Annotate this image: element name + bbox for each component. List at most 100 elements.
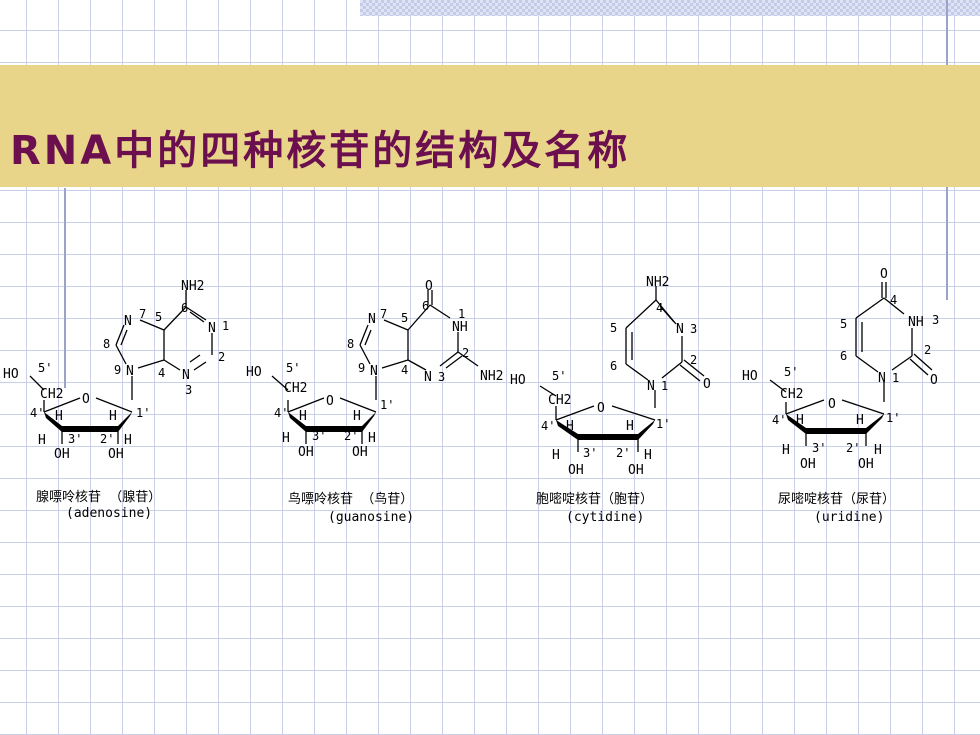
adenosine-pos-3: 3' bbox=[68, 432, 82, 446]
guanosine-ch2: CH2 bbox=[284, 381, 307, 396]
uridine-name-cn: 尿嘧啶核苷（尿苷） bbox=[778, 492, 896, 507]
decorative-vertical-line-left bbox=[64, 188, 66, 388]
cytidine-pos-1: 1' bbox=[656, 417, 670, 431]
adenosine-num-7: 7 bbox=[139, 307, 146, 321]
uridine-oh3: OH bbox=[800, 457, 816, 472]
slide-title: RNA中的四种核苷的结构及名称 bbox=[10, 128, 631, 174]
cytidine-carbonyl-o: O bbox=[703, 377, 711, 392]
cytidine-num-3: 3 bbox=[690, 322, 697, 336]
adenosine-name-cn: 腺嘌呤核苷 （腺苷） bbox=[36, 490, 162, 505]
cytidine-name-cn: 胞嘧啶核苷（胞苷） bbox=[536, 492, 654, 507]
nucleoside-structures: NH2 6 N 1 2 N 3 4 5 N 7 8 N 9 HO 5' CH2 … bbox=[3, 267, 939, 478]
guanosine-ho: HO bbox=[246, 365, 262, 380]
adenosine-n9: N bbox=[126, 364, 134, 379]
uridine-num-5: 5 bbox=[840, 317, 847, 331]
guanosine-h4: H bbox=[299, 409, 307, 424]
uridine-pos-5: 5' bbox=[784, 365, 798, 379]
guanosine-nh2: NH2 bbox=[480, 369, 503, 384]
guanosine-bonds bbox=[359, 290, 479, 400]
guanosine-name-en: (guanosine) bbox=[328, 510, 415, 525]
cytidine-pos-5: 5' bbox=[552, 369, 566, 383]
uridine-carbonyl-o4: O bbox=[880, 267, 888, 282]
cytidine-num-1: 1 bbox=[661, 379, 668, 393]
guanosine-carbonyl-o: O bbox=[425, 279, 433, 294]
cytidine-oh3: OH bbox=[568, 463, 584, 478]
adenosine-sugar-ring-front bbox=[44, 412, 132, 432]
cytidine-bonds bbox=[625, 286, 705, 408]
guanosine-structure: O 6 1 NH 2 NH2 N 3 4 5 N 7 8 N 9 HO 5' C… bbox=[246, 279, 503, 460]
cytidine-ring-o: O bbox=[597, 401, 605, 416]
guanosine-pos-3: 3' bbox=[312, 429, 326, 443]
adenosine-ho: HO bbox=[3, 367, 19, 382]
adenosine-n3: N bbox=[182, 368, 190, 383]
guanosine-h3: H bbox=[282, 431, 290, 446]
adenosine-num-1: 1 bbox=[222, 319, 229, 333]
guanosine-sugar-bonds bbox=[271, 375, 377, 444]
guanosine-num-7: 7 bbox=[380, 307, 387, 321]
guanosine-pos-4: 4' bbox=[274, 406, 288, 420]
guanosine-pos-1: 1' bbox=[380, 398, 394, 412]
uridine-name-en: (uridine) bbox=[814, 510, 885, 525]
guanosine-pos-5: 5' bbox=[286, 361, 300, 375]
guanosine-num-3: 3 bbox=[438, 370, 445, 384]
uridine-n1: N bbox=[878, 371, 886, 386]
guanosine-num-6: 6 bbox=[422, 299, 429, 313]
adenosine-name-en: (adenosine) bbox=[66, 506, 153, 521]
adenosine-num-4: 4 bbox=[158, 366, 165, 380]
adenosine-n1: N bbox=[208, 321, 216, 336]
adenosine-h1: H bbox=[109, 409, 117, 424]
adenosine-sugar-bonds bbox=[29, 375, 133, 444]
adenosine-h4: H bbox=[55, 409, 63, 424]
uridine-bonds bbox=[855, 282, 933, 402]
cytidine-num-6: 6 bbox=[610, 359, 617, 373]
adenosine-num-2: 2 bbox=[218, 350, 225, 364]
cytidine-pos-3: 3' bbox=[583, 446, 597, 460]
guanosine-n9: N bbox=[370, 364, 378, 379]
top-decorative-pattern bbox=[360, 0, 980, 16]
uridine-num-3: 3 bbox=[932, 313, 939, 327]
cytidine-ch2: CH2 bbox=[548, 393, 571, 408]
cytidine-oh2: OH bbox=[628, 463, 644, 478]
adenosine-pos-5: 5' bbox=[38, 361, 52, 375]
cytidine-structure: NH2 4 N 3 2 O N 1 6 5 HO 5' CH2 O 4' H H… bbox=[510, 275, 711, 478]
uridine-h2: H bbox=[874, 443, 882, 458]
cytidine-pos-4: 4' bbox=[541, 419, 555, 433]
adenosine-pos-1: 1' bbox=[136, 406, 150, 420]
cytidine-h1: H bbox=[626, 419, 634, 434]
uridine-nh3: NH bbox=[908, 315, 924, 330]
uridine-h1: H bbox=[856, 413, 864, 428]
uridine-oh2: OH bbox=[858, 457, 874, 472]
guanosine-num-2: 2 bbox=[462, 346, 469, 360]
guanosine-n7: N bbox=[368, 312, 376, 327]
cytidine-h4: H bbox=[566, 419, 574, 434]
uridine-ring-o: O bbox=[828, 397, 836, 412]
uridine-num-6: 6 bbox=[840, 349, 847, 363]
guanosine-num-5: 5 bbox=[401, 311, 408, 325]
cytidine-num-5: 5 bbox=[610, 321, 617, 335]
guanosine-ring-o: O bbox=[326, 394, 334, 409]
adenosine-oh3: OH bbox=[54, 447, 70, 462]
adenosine-pos-2: 2' bbox=[100, 432, 114, 446]
guanosine-oh3: OH bbox=[298, 445, 314, 460]
adenosine-bonds bbox=[115, 290, 213, 400]
uridine-pos-3: 3' bbox=[812, 441, 826, 455]
guanosine-num-1: 1 bbox=[458, 307, 465, 321]
adenosine-oh2: OH bbox=[108, 447, 124, 462]
guanosine-num-8: 8 bbox=[347, 337, 354, 351]
cytidine-h3: H bbox=[552, 448, 560, 463]
adenosine-pos-4: 4' bbox=[30, 406, 44, 420]
adenosine-ch2: CH2 bbox=[40, 387, 63, 402]
cytidine-ho: HO bbox=[510, 373, 526, 388]
uridine-pos-1: 1' bbox=[886, 411, 900, 425]
cytidine-num-2: 2 bbox=[690, 353, 697, 367]
adenosine-num-5: 5 bbox=[155, 310, 162, 324]
cytidine-sugar-ring-front bbox=[556, 420, 655, 440]
guanosine-name-cn: 鸟嘌呤核苷 （鸟苷） bbox=[288, 492, 414, 507]
uridine-num-2: 2 bbox=[924, 343, 931, 357]
adenosine-num-6: 6 bbox=[181, 301, 188, 315]
uridine-structure: O 4 NH 3 2 O N 1 6 5 HO 5' CH2 O 4' H H … bbox=[742, 267, 939, 472]
adenosine-n7: N bbox=[124, 314, 132, 329]
title-band bbox=[0, 65, 980, 187]
uridine-carbonyl-o2: O bbox=[930, 373, 938, 388]
uridine-pos-4: 4' bbox=[772, 413, 786, 427]
